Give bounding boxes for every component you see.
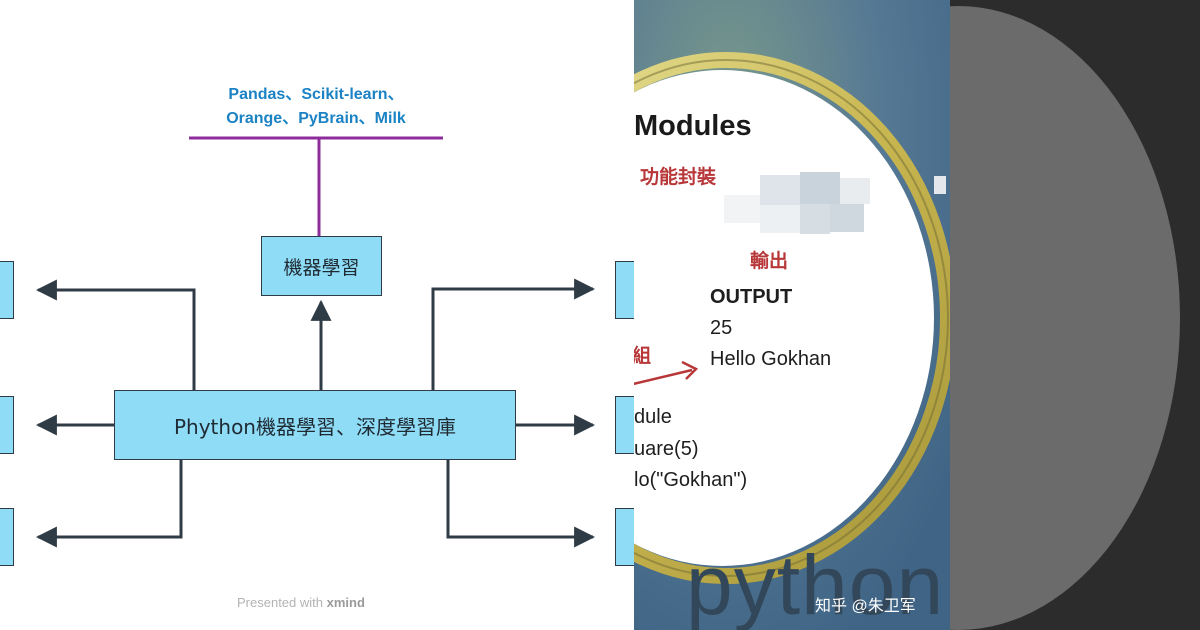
output-header: OUTPUT [710, 286, 793, 308]
blurred-region-2 [800, 172, 840, 204]
xmind-brand: xmind [326, 595, 365, 610]
code-line-1: dule [634, 406, 672, 428]
arrow-left-top [35, 279, 196, 390]
arrow-right-bottom [446, 460, 596, 548]
library-list-line1: Pandas、Scikit-learn、 [228, 86, 404, 103]
blurred-region-7 [724, 195, 760, 223]
zhihu-watermark: 知乎 @朱卫军 [815, 598, 916, 615]
label-output: 輸出 [750, 250, 789, 272]
dark-panel [950, 0, 1200, 630]
blurred-region-4 [760, 205, 800, 233]
cropped-box-right-bottom [615, 508, 634, 566]
library-list-line2: Orange、PyBrain、Milk [226, 110, 406, 127]
cropped-box-left-middle [0, 396, 14, 454]
output-line-2: Hello Gokhan [710, 348, 832, 370]
code-line-3: lo("Gokhan") [634, 469, 748, 491]
python-logo-text: python [686, 538, 945, 630]
blurred-region-1 [760, 175, 800, 205]
blurred-region-3 [840, 178, 870, 204]
mindmap-diagram: Pandas、Scikit-learn、 Orange、PyBrain、Milk… [0, 86, 634, 610]
connector-lines [35, 136, 596, 548]
presented-with-credit: Presented with xmind [237, 595, 365, 610]
arrow-right-top [431, 278, 596, 390]
cropped-box-left-top [0, 261, 14, 319]
red-arrow-head [681, 360, 699, 380]
blurred-region-5 [800, 204, 830, 234]
cropped-box-right-top [615, 261, 634, 319]
label-encapsulate: 功能封裝 [640, 166, 717, 188]
cropped-box-left-bottom [0, 508, 14, 566]
output-line-1: 25 [710, 317, 733, 339]
slide-artwork [634, 0, 950, 630]
code-line-2: uare(5) [634, 438, 699, 460]
gray-disc-art [950, 6, 1180, 630]
label-partial: 組 [634, 345, 652, 367]
slide-title: Modules [634, 110, 752, 142]
ml-box: 機器學習 [261, 236, 382, 296]
red-arrow-shaft [634, 368, 693, 386]
central-box: Phython機器學習、深度學習庫 [114, 390, 516, 460]
blurred-region-8 [934, 176, 946, 194]
gray-disc [950, 6, 1180, 630]
blurred-region-6 [830, 204, 864, 232]
arrow-left-bottom [35, 460, 183, 548]
credit-prefix: Presented with [237, 595, 327, 610]
python-modules-slide: Modules 功能封裝 輸出 OUTPUT 25 Hello Gokhan 組… [634, 0, 950, 630]
cropped-box-right-middle [615, 396, 634, 454]
